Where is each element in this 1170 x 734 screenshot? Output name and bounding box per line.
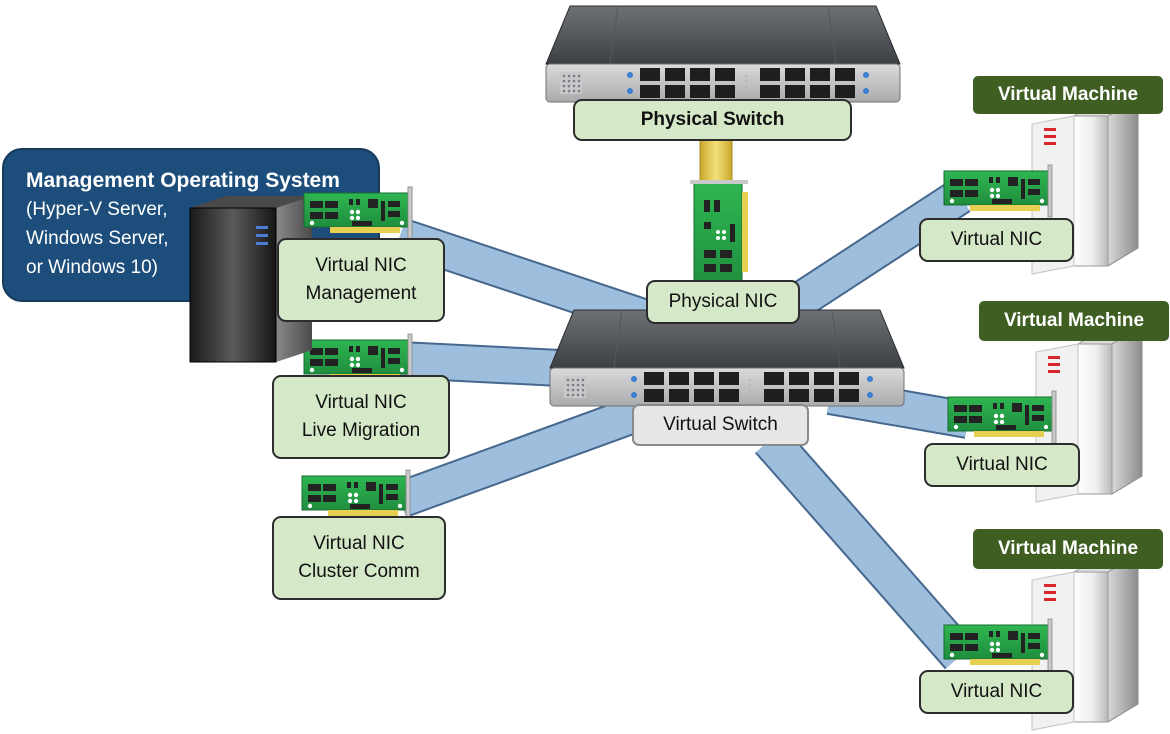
physical-switch-label: Physical Switch [573,99,852,141]
vnic-cluster-comm-line1: Virtual NIC [313,533,405,554]
management-os-line-1: (Hyper-V Server, [26,199,168,220]
physical-switch-text: Physical Switch [640,109,785,130]
nic-card-management-front-icon [303,186,413,240]
vnic-cluster-comm-label: Virtual NIC Cluster Comm [272,516,446,600]
vnic-cluster-comm-line2: Cluster Comm [298,561,420,582]
virtual-switch-label: Virtual Switch [632,404,809,446]
management-os-title: Management Operating System [26,169,340,192]
vnic-management-line1: Virtual NIC [315,255,407,276]
vm-1-nic-label: Virtual NIC [919,218,1074,262]
vm-3-title: Virtual Machine [973,529,1163,569]
management-os-line-3: or Windows 10) [26,257,158,278]
vnic-live-migration-label: Virtual NIC Live Migration [272,375,450,459]
vnic-live-migration-line2: Live Migration [301,420,421,441]
virtual-switch-text: Virtual Switch [663,414,778,435]
physical-nic-label: Physical NIC [646,280,800,324]
vnic-management-label: Virtual NIC Management [277,238,445,322]
vm-2-title: Virtual Machine [979,301,1169,341]
management-os-line-2: Windows Server, [26,228,169,249]
virtual-switch-icon [549,309,905,407]
vm-1-nic-text: Virtual NIC [950,229,1043,250]
vnic-live-migration-line1: Virtual NIC [315,392,407,413]
vm-2-nic-label: Virtual NIC [924,443,1080,487]
physical-switch-icon [545,5,901,103]
physical-nic-text: Physical NIC [668,291,778,312]
nic-card-cluster-comm-icon [301,469,411,523]
vm-3-nic-label: Virtual NIC [919,670,1074,714]
vm-2-nic-text: Virtual NIC [956,454,1048,475]
physical-nic-icon [690,180,748,291]
nic-card-vm3-icon [943,618,1053,672]
vm-3-nic-text: Virtual NIC [950,681,1043,702]
network-links [393,135,976,670]
vnic-management-line2: Management [305,283,417,304]
vm-1-title: Virtual Machine [973,76,1163,114]
